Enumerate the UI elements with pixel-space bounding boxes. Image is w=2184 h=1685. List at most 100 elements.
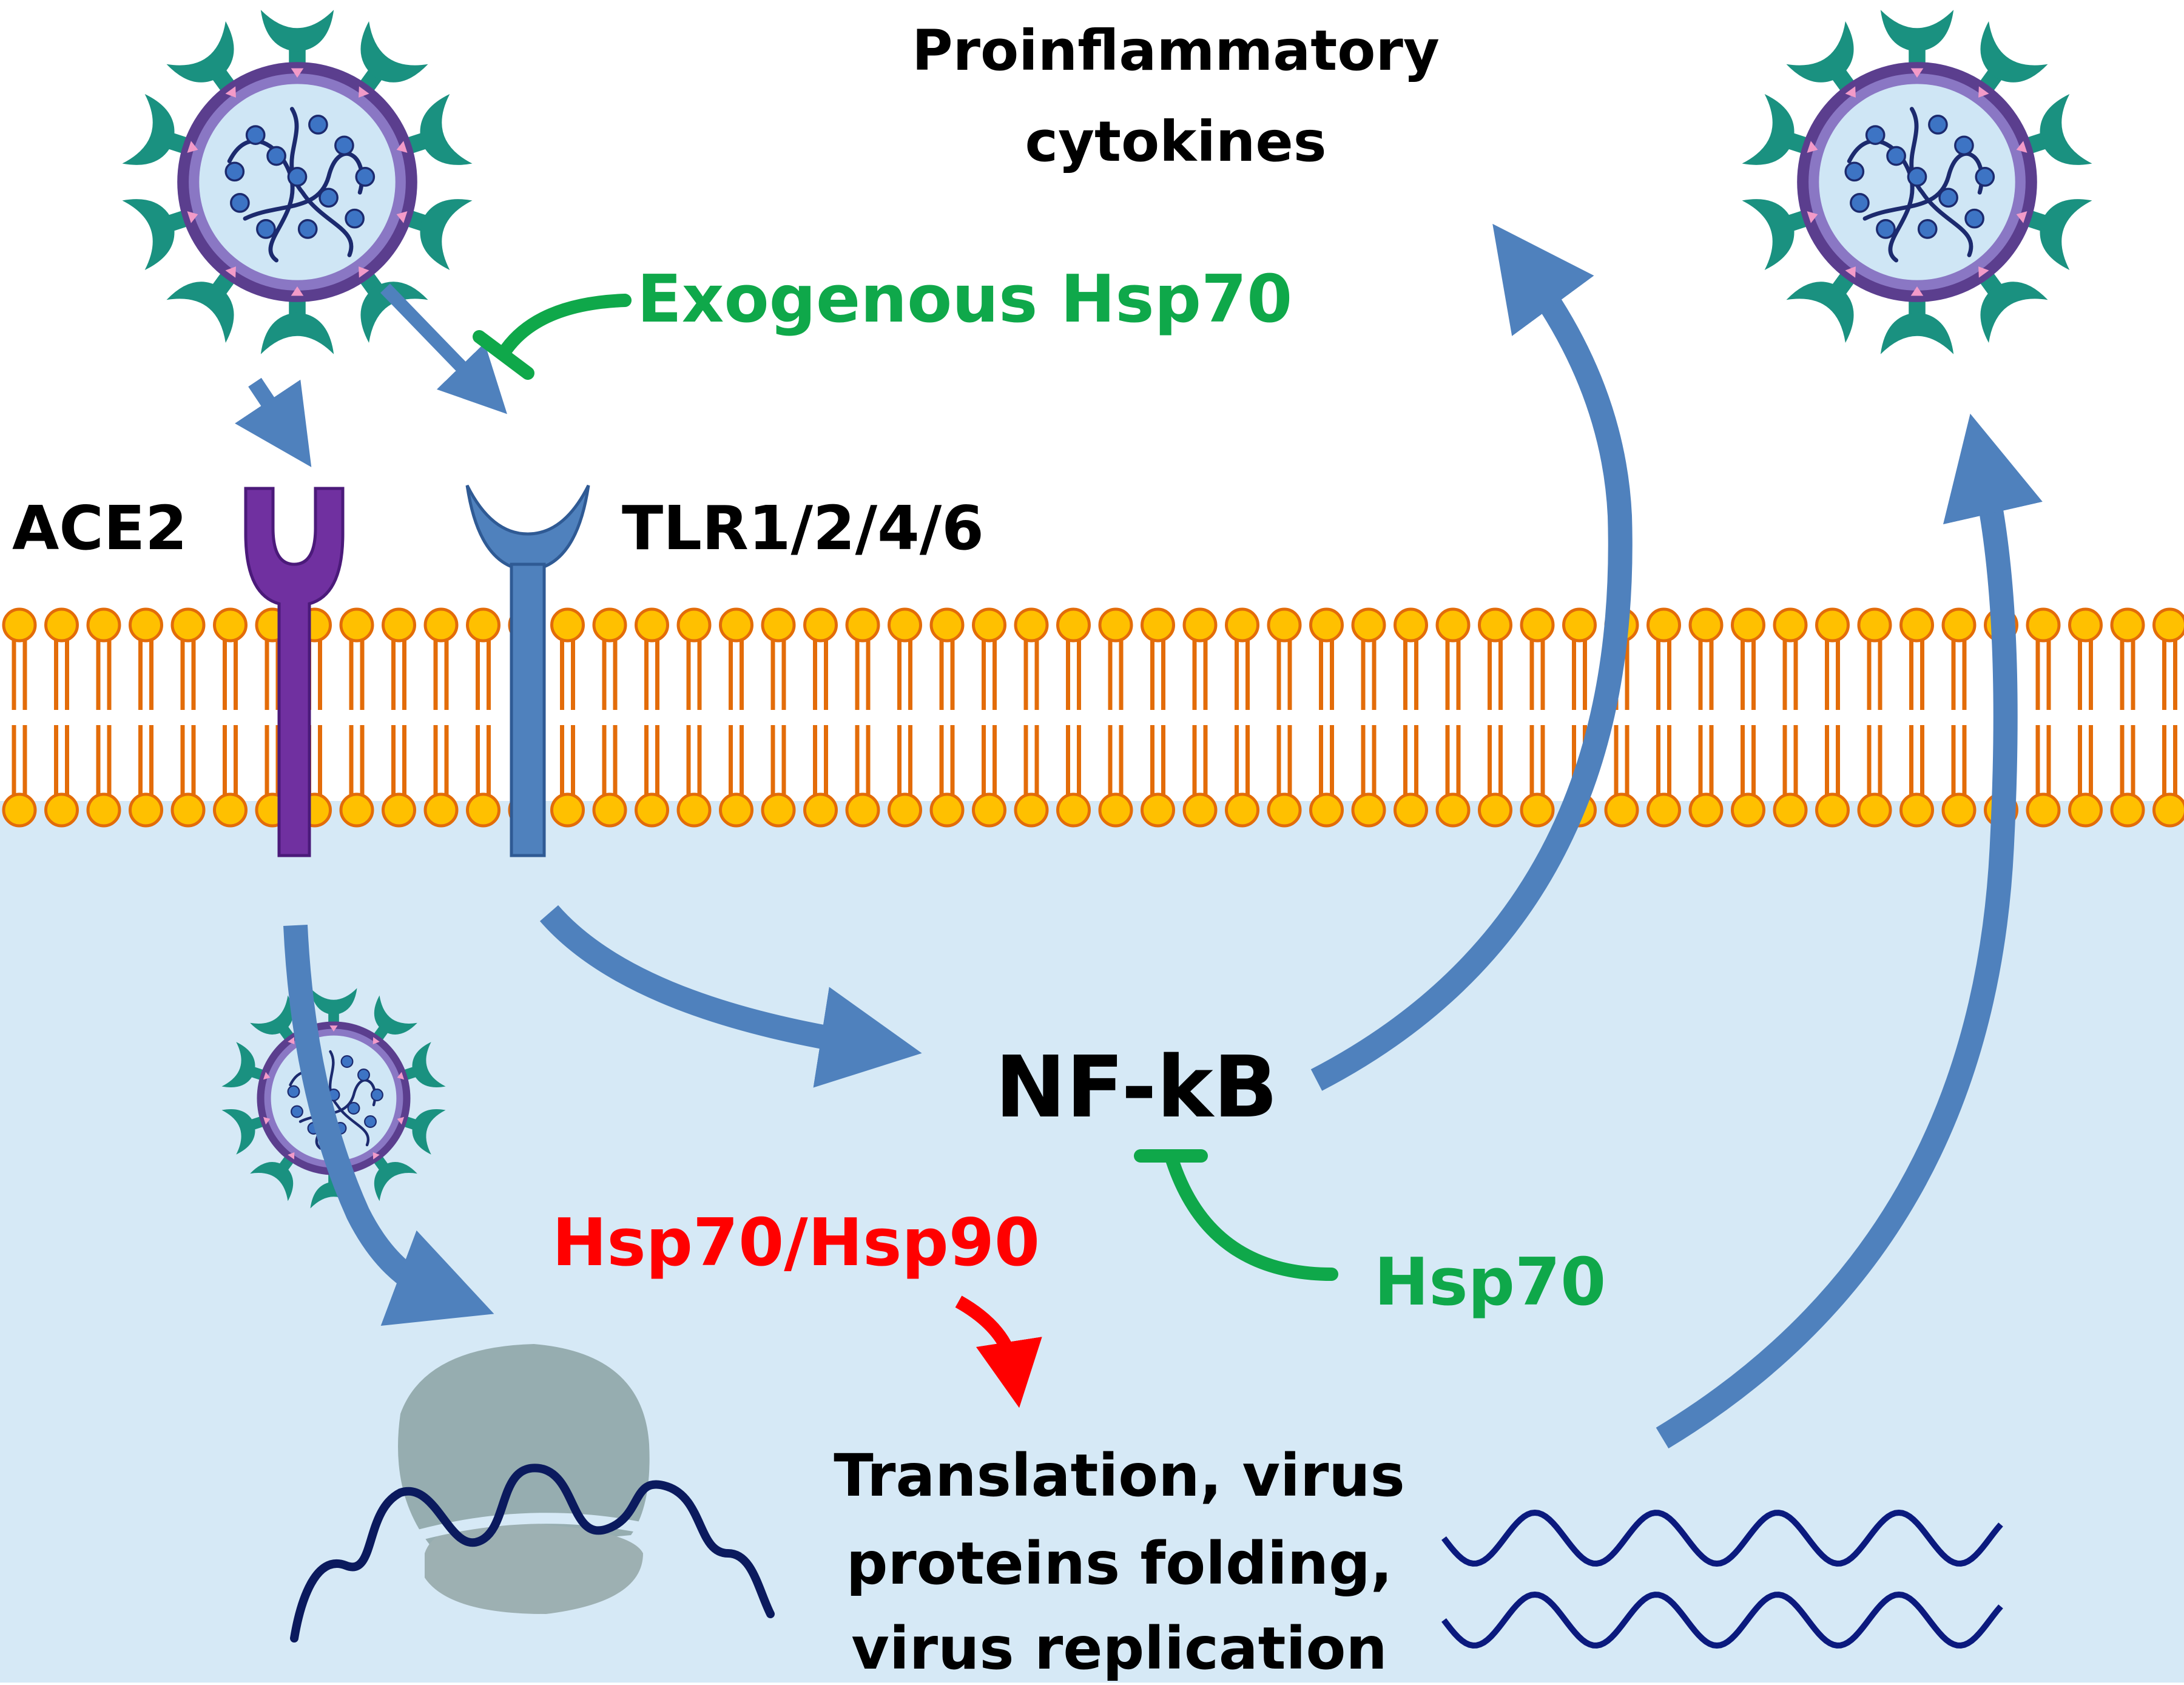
phospholipid-bottom: [1606, 725, 1637, 826]
phospholipid-top: [215, 609, 246, 710]
phospholipid-bottom: [1774, 725, 1806, 826]
phospholipid-bottom: [1733, 725, 1764, 826]
phospholipid-bottom: [46, 725, 78, 826]
phospholipid-top: [4, 609, 35, 710]
phospholipid-top: [2112, 609, 2143, 710]
phospholipid-top: [1690, 609, 1722, 710]
hsp70-hsp90-label: Hsp70/Hsp90: [552, 1205, 1040, 1281]
phospholipid-bottom: [636, 725, 668, 826]
translation-label-line1: Translation, virus: [834, 1442, 1405, 1510]
phospholipid-bottom: [468, 725, 499, 826]
phospholipid-top: [2154, 609, 2184, 710]
phospholipid-top: [805, 609, 837, 710]
translation-label-line3: virus replication: [851, 1615, 1387, 1683]
phospholipid-top: [1269, 609, 1300, 710]
phospholipid-top: [1142, 609, 1174, 710]
phospholipid-top: [763, 609, 794, 710]
proinflammatory-label-line1: Proinflammatory: [912, 18, 1440, 83]
translation-label-line2: proteins folding,: [846, 1530, 1393, 1598]
phospholipid-bottom: [552, 725, 584, 826]
phospholipid-top: [1522, 609, 1553, 710]
phospholipid-bottom: [1395, 725, 1427, 826]
phospholipid-bottom: [1227, 725, 1258, 826]
phospholipid-bottom: [1142, 725, 1174, 826]
phospholipid-top: [1311, 609, 1343, 710]
phospholipid-top: [1353, 609, 1384, 710]
phospholipid-bottom: [931, 725, 963, 826]
phospholipid-bottom: [1353, 725, 1384, 826]
virus-to-ace2-arrow: [255, 382, 285, 428]
nfkb-label: NF-kB: [995, 1038, 1278, 1137]
phospholipid-bottom: [678, 725, 710, 826]
phospholipid-top: [46, 609, 78, 710]
phospholipid-top: [1817, 609, 1849, 710]
cell-membrane: [4, 609, 2184, 826]
phospholipid-bottom: [1690, 725, 1722, 826]
phospholipid-bottom: [1100, 725, 1131, 826]
phospholipid-top: [383, 609, 415, 710]
phospholipid-bottom: [383, 725, 415, 826]
phospholipid-top: [468, 609, 499, 710]
phospholipid-top: [678, 609, 710, 710]
phospholipid-top: [889, 609, 921, 710]
phospholipid-bottom: [1058, 725, 1090, 826]
phospholipid-bottom: [805, 725, 837, 826]
phospholipid-top: [1227, 609, 1258, 710]
phospholipid-bottom: [1943, 725, 1975, 826]
phospholipid-bottom: [847, 725, 878, 826]
phospholipid-top: [847, 609, 878, 710]
proinflammatory-label-line2: cytokines: [1025, 109, 1326, 174]
phospholipid-top: [1648, 609, 1680, 710]
exogenous-hsp70-label: Exogenous Hsp70: [637, 262, 1292, 337]
ribosome-icon: [398, 1344, 650, 1614]
phospholipid-top: [2027, 609, 2059, 710]
phospholipid-bottom: [1901, 725, 1933, 826]
phospholipid-bottom: [2112, 725, 2143, 826]
virus-particle-outside: [122, 10, 472, 354]
phospholipid-bottom: [2154, 725, 2184, 826]
ace2-label: ACE2: [12, 493, 187, 564]
phospholipid-bottom: [215, 725, 246, 826]
phospholipid-bottom: [130, 725, 162, 826]
phospholipid-top: [1733, 609, 1764, 710]
phospholipid-top: [1859, 609, 1890, 710]
phospholipid-bottom: [1817, 725, 1849, 826]
phospholipid-bottom: [88, 725, 120, 826]
phospholipid-top: [1058, 609, 1090, 710]
phospholipid-bottom: [889, 725, 921, 826]
phospholipid-top: [974, 609, 1005, 710]
phospholipid-top: [172, 609, 204, 710]
phospholipid-bottom: [763, 725, 794, 826]
phospholipid-bottom: [594, 725, 625, 826]
phospholipid-top: [594, 609, 625, 710]
phospholipid-top: [636, 609, 668, 710]
tlr-label: TLR1/2/4/6: [622, 493, 984, 564]
phospholipid-top: [552, 609, 584, 710]
phospholipid-bottom: [4, 725, 35, 826]
phospholipid-bottom: [1522, 725, 1553, 826]
phospholipid-bottom: [721, 725, 752, 826]
hsp70-label: Hsp70: [1374, 1244, 1606, 1320]
phospholipid-top: [425, 609, 457, 710]
phospholipid-top: [1437, 609, 1469, 710]
phospholipid-bottom: [1184, 725, 1216, 826]
phospholipid-top: [931, 609, 963, 710]
virus-to-tlr-arrow: [385, 288, 479, 385]
phospholipid-top: [1901, 609, 1933, 710]
phospholipid-bottom: [1480, 725, 1511, 826]
phospholipid-top: [1480, 609, 1511, 710]
phospholipid-bottom: [425, 725, 457, 826]
phospholipid-top: [1016, 609, 1047, 710]
virus-particle-released: [1742, 10, 2092, 354]
phospholipid-top: [130, 609, 162, 710]
phospholipid-bottom: [1859, 725, 1890, 826]
phospholipid-top: [1774, 609, 1806, 710]
phospholipid-bottom: [1016, 725, 1047, 826]
phospholipid-bottom: [172, 725, 204, 826]
phospholipid-top: [1564, 609, 1596, 710]
phospholipid-bottom: [1648, 725, 1680, 826]
phospholipid-bottom: [1437, 725, 1469, 826]
phospholipid-top: [1100, 609, 1131, 710]
